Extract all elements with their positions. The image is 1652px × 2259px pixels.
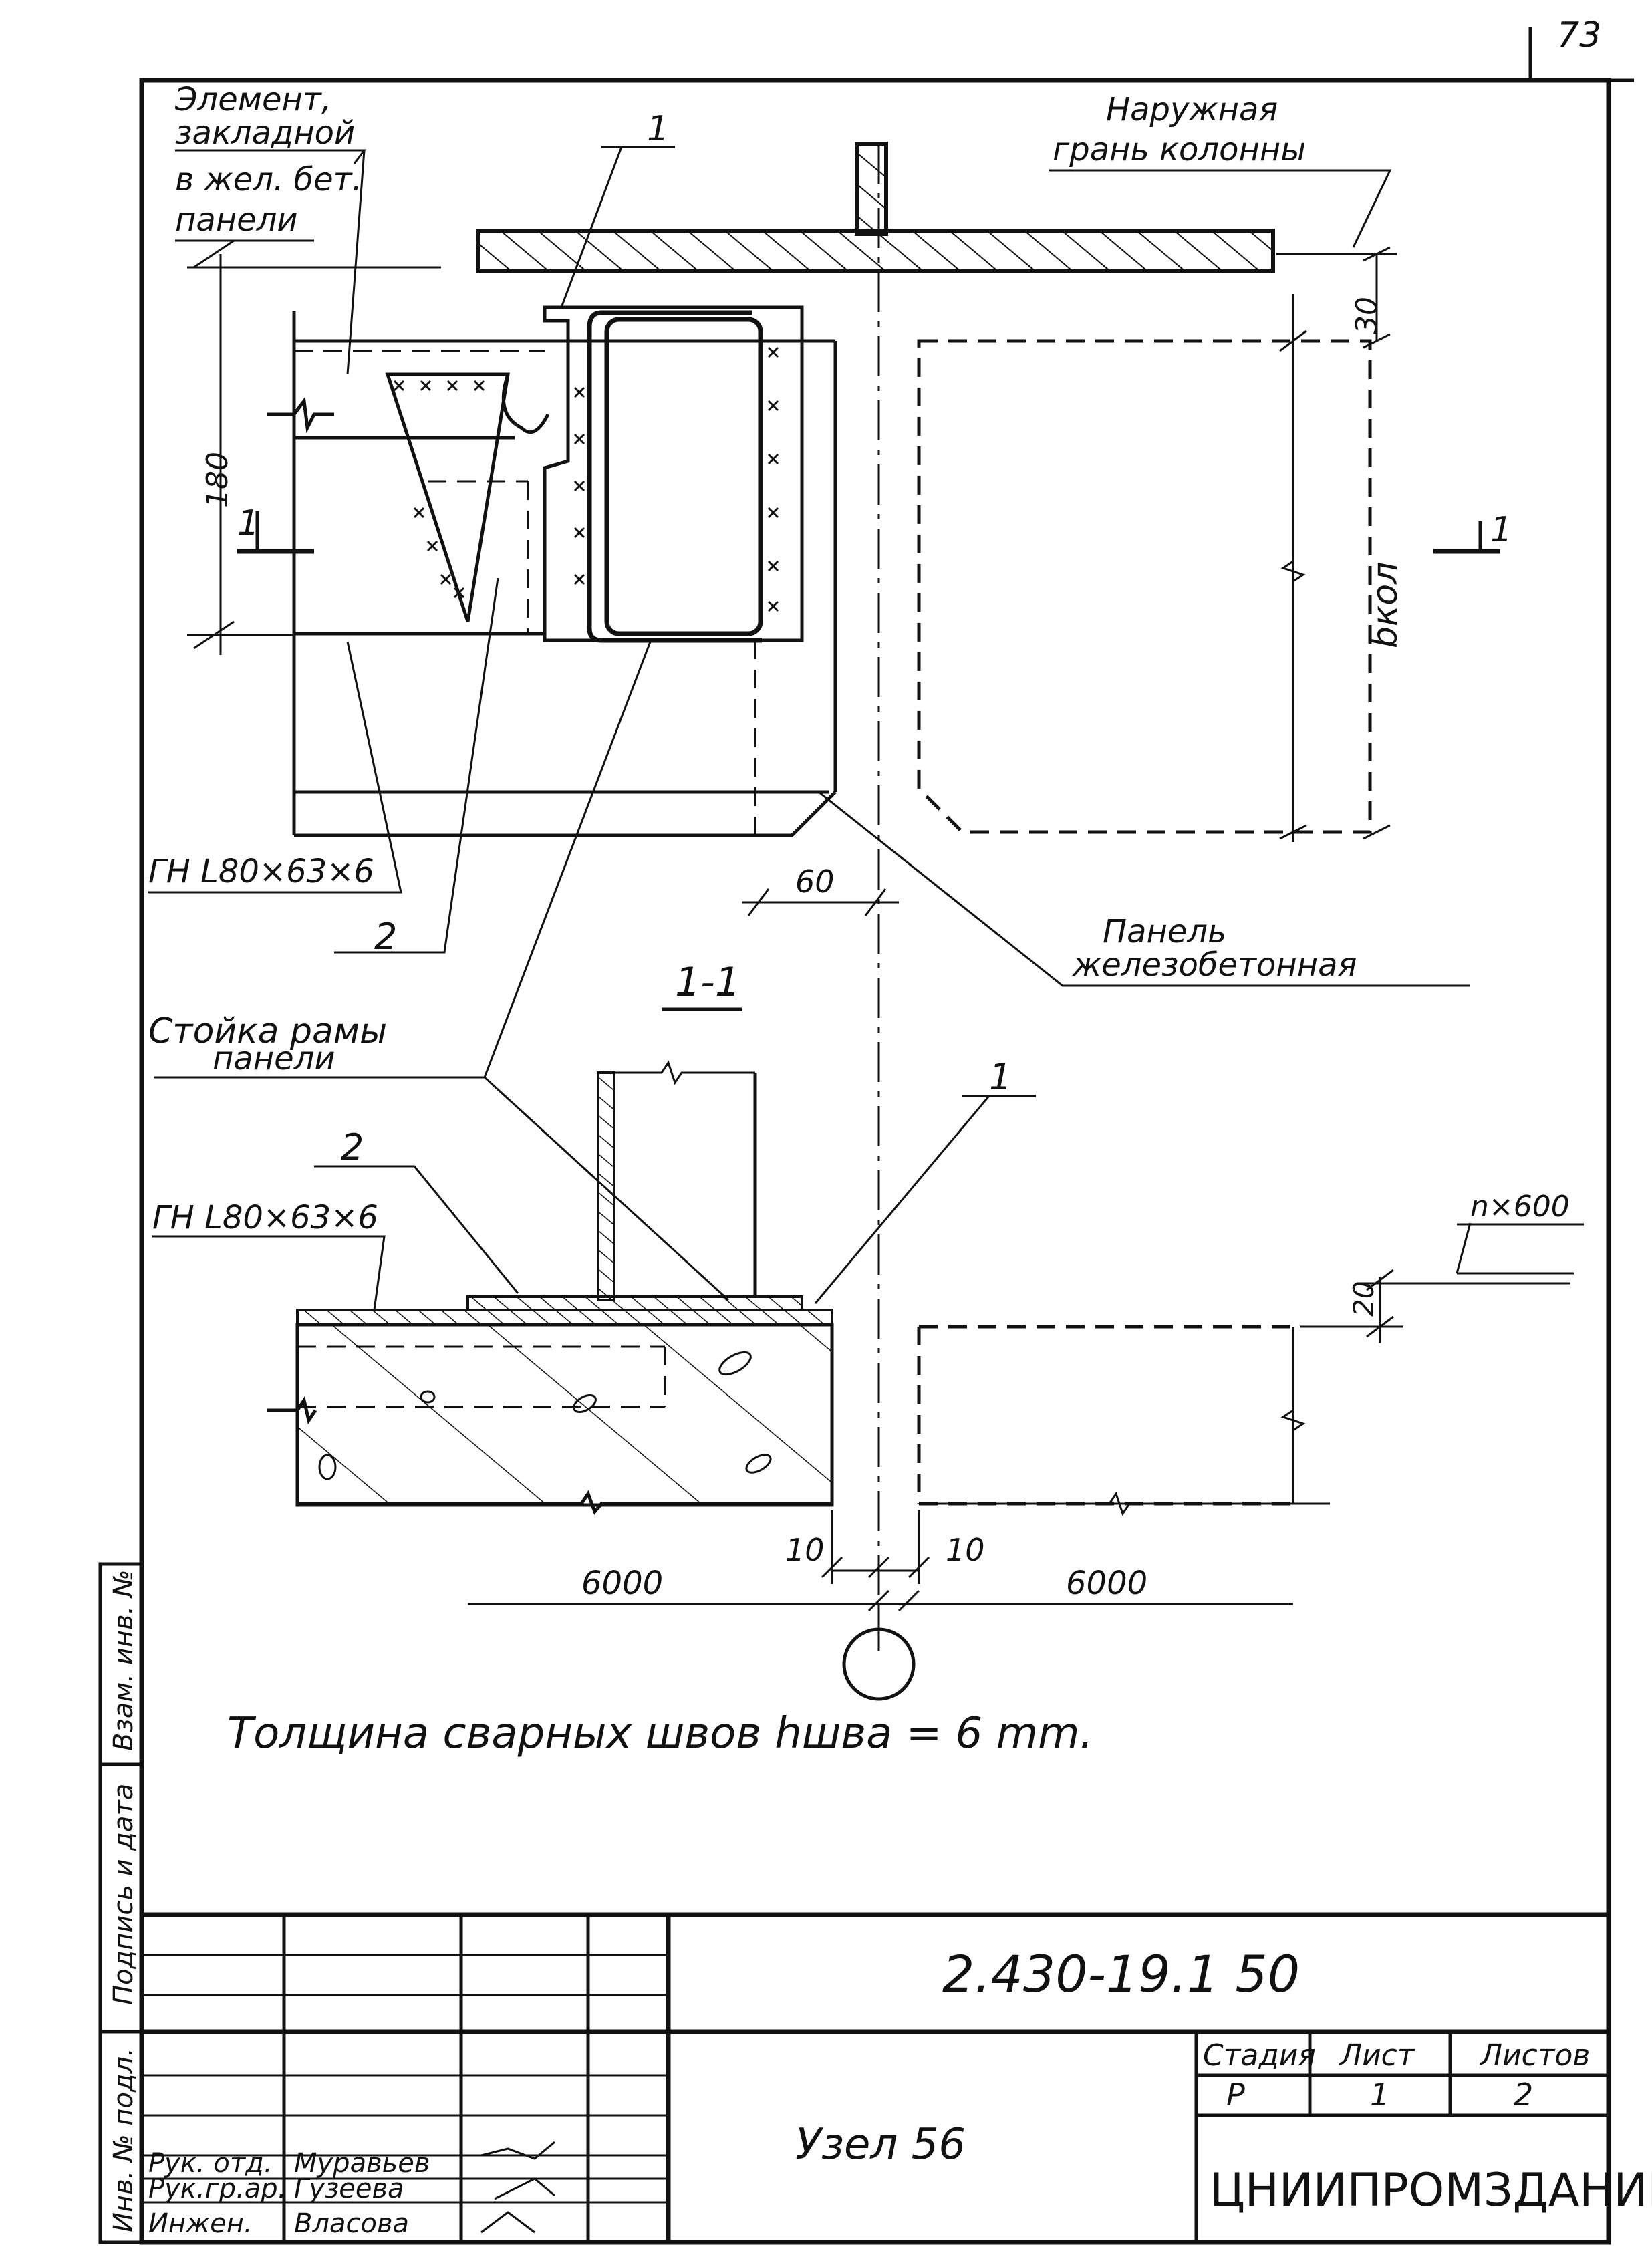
frame-post [604,317,763,636]
embedded-label-4: панели [175,201,298,239]
section-plate-1 [466,1295,803,1311]
stage-header: Стадия [1203,2038,1316,2073]
break-mark-left [267,396,334,434]
organization: ЦНИИПРОМЗДАНИЙ [1210,2163,1652,2217]
dim-10-right: 10 [946,1532,985,1568]
weld-marks [393,346,779,612]
dim-bcol-break [1280,560,1306,583]
dim-30-ticks [1276,246,1397,840]
section-callout-2-leader [314,1165,519,1294]
weld-plate-1 [543,305,804,642]
section-right-break [1108,1491,1131,1516]
top-callout-2: 2 [374,916,397,958]
section-right-dim-break [1280,1409,1306,1432]
dim-n600: n×600 [1470,1190,1570,1224]
dim-6000-ticks [867,1589,920,1612]
sheet-value: 1 [1370,2077,1389,2113]
dim-180: 180 [200,452,235,508]
column-flange [476,229,1275,273]
column-face-leader [1049,169,1392,248]
frame-post-label-1: Стойка рамы [148,1011,387,1051]
rc-panel-leader [818,791,1470,987]
stamp-vzam-inv: Взам. инв. № [108,1569,139,1751]
side-stamp: Инв. № подл. Подпись и дата Взам. инв. № [98,1562,144,2244]
top-callout-1-leader [560,146,675,308]
dim-10-left: 10 [785,1532,825,1568]
staff-role-2: Рук.гр.ар. [148,2173,286,2204]
doc-code: 2.430-19.1 50 [942,1944,1300,2004]
column-face-label-2: грань колонны [1053,131,1306,168]
embedded-label-3: в жел. бет. [175,161,362,198]
staff-name-1: Муравьев [294,2148,430,2179]
section-mark-right: 1 [1490,510,1512,550]
axis-bubble [842,1627,916,1701]
plan-view: 30 bкол 180 1 1 60 Элемент, закладной в … [148,81,1512,1651]
dim-6000-right: 6000 [1066,1565,1147,1602]
section-mark-left: 1 [237,503,259,543]
staff-name-2: Гузеева [294,2173,404,2204]
dim-60-ticks [747,888,887,916]
section-right-panel [917,1325,1293,1506]
top-callout-2-leader [334,577,499,954]
section-post-web [597,1071,615,1301]
section-callout-1-leader [814,1095,1036,1304]
dim-bcol: bкол [1365,562,1405,648]
dim-180-ticks [187,239,441,650]
top-angle-leader [148,641,402,894]
section-break-left [267,1396,317,1425]
sheets-value: 2 [1514,2077,1533,2113]
staff-name-3: Власова [294,2208,409,2239]
sheet-header: Лист [1339,2038,1415,2073]
embedded-plate [385,372,510,622]
dim-20: 20 [1347,1281,1380,1317]
weld-thickness-note: Толщина сварных швов hшва = 6 mm. [227,1709,1093,1758]
section-angle-leader [152,1235,386,1311]
right-panel-hidden [917,339,1372,834]
embedded-label-1: Элемент, [174,81,331,118]
frame-post-label-2: панели [213,1040,335,1077]
section-callout-1: 1 [989,1056,1012,1098]
section-title: 1-1 [675,959,740,1006]
section-angle-flange [296,1309,833,1326]
angle-profile [587,310,762,643]
title-block: 2.430-19.1 50 Узел 56 Стадия Лист Листов… [139,1912,1652,2245]
stamp-inv-podl: Инв. № подл. [108,2048,139,2232]
top-callout-1: 1 [647,109,669,149]
staff-role-3: Инжен. [148,2208,253,2239]
dim-6000-left: 6000 [581,1565,663,1602]
section-1-1: 1-1 20 n×600 [152,959,1584,1701]
top-angle-label: ГН L80×63×6 [148,853,374,890]
stage-value: Р [1226,2077,1245,2113]
section-break-bottom [297,1490,832,1515]
dim-20-ticks [1300,1222,1574,1338]
node-title: Узел 56 [795,2120,966,2169]
panel-bottom-chamfer [294,791,837,837]
embedded-label-2: закладной [175,114,355,152]
section-angle-label: ГН L80×63×6 [152,1199,378,1236]
section-post-break [598,1060,755,1085]
aggregate-marks [318,1351,772,1480]
rc-panel-label-1: Панель [1103,913,1226,950]
sheets-header: Листов [1479,2038,1590,2073]
concrete-panel [295,1323,834,1507]
dim-10-ticks [821,1510,930,1584]
sheet-number: 73 [1557,15,1601,55]
column-web [855,142,888,236]
rc-panel-label-2: железобетонная [1072,946,1357,984]
section-callout-2: 2 [341,1126,364,1168]
dim-30: 30 [1350,297,1384,334]
staff-role-1: Рук. отд. [148,2148,273,2179]
stamp-podpis-data: Подпись и дата [108,1784,139,2005]
embedded-label-leader [175,149,366,375]
signature-scribble [480,2141,555,2234]
weld-cut [501,374,550,434]
section-frame-post-leader [483,1076,730,1301]
dim-60: 60 [795,863,835,900]
column-face-label-1: Наружная [1106,91,1278,128]
